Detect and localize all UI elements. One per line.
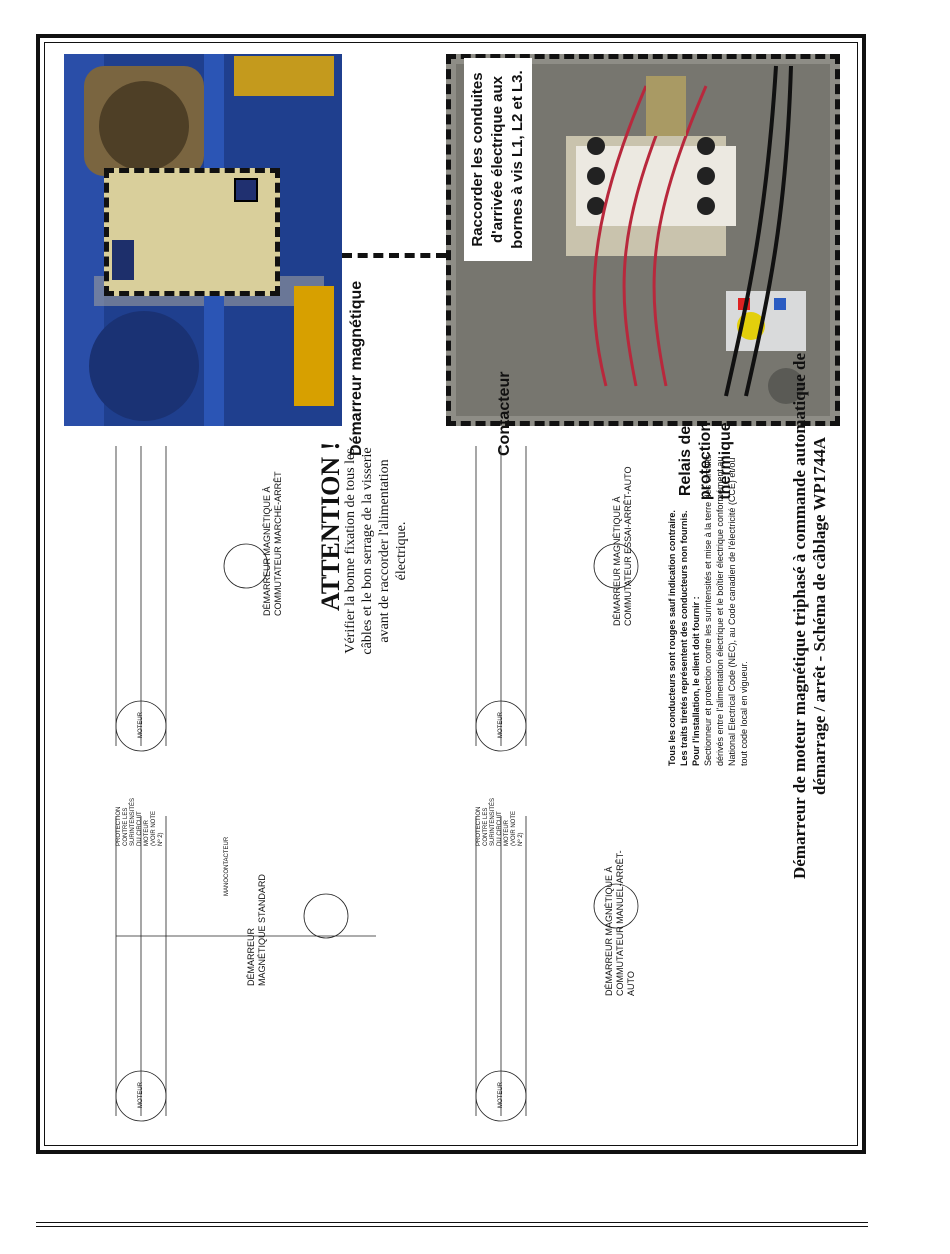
- note-line-1: Tous les conducteurs sont rouges sauf in…: [667, 510, 677, 766]
- rotated-content: Raccorder les conduites d'arrivée électr…: [46, 46, 856, 1146]
- manuel-motor: MOTEUR: [498, 1082, 504, 1108]
- footer-rule: [36, 1222, 868, 1223]
- enclosure-photo-art: [446, 54, 840, 426]
- essai-motor: MOTEUR: [498, 712, 504, 738]
- diagram-standard: PROTECTION CONTRE LES SURINTENSITÉS DU C…: [76, 797, 386, 1136]
- note-line-3: Pour l'installation, le client doit four…: [691, 596, 701, 766]
- starter-photo: [64, 54, 342, 426]
- standard-motor: MOTEUR: [138, 1082, 144, 1108]
- diagram-essai: MOTEUR DÉMARREUR MAGNÉTIQUE À COMMUTATEU…: [436, 436, 666, 766]
- diagram-marche-svg: [115, 446, 269, 752]
- marche-title: DÉMARREUR MAGNÉTIQUE À COMMUTATEUR MARCH…: [262, 471, 283, 616]
- diagram-manuel: PROTECTION CONTRE LES SURINTENSITÉS DU C…: [436, 797, 746, 1136]
- contactor-label: Contacteur: [496, 371, 513, 456]
- standard-protection: PROTECTION CONTRE LES SURINTENSITÉS DU C…: [116, 797, 164, 846]
- essai-title: DÉMARREUR MAGNÉTIQUE À COMMUTATEUR ESSAI…: [612, 466, 633, 626]
- diagram-marche: MOTEUR DÉMARREUR MAGNÉTIQUE À COMMUTATEU…: [76, 436, 306, 766]
- note-line-2: Les traits tiretés représentent des cond…: [679, 510, 689, 766]
- manuel-protection: PROTECTION CONTRE LES SURINTENSITÉS DU C…: [476, 797, 524, 846]
- diagram-manuel-svg: [475, 816, 639, 1122]
- page-frame-outer: [36, 34, 866, 1154]
- caption: Démarreur de moteur magnétique triphasé …: [790, 176, 830, 1056]
- caption-line-2: démarrage / arrêt - Schéma de câblage WP…: [810, 437, 829, 796]
- manuel-title: DÉMARREUR MAGNÉTIQUE À COMMUTATEUR MANUE…: [604, 850, 636, 996]
- connect-note: Raccorder les conduites d'arrivée électr…: [464, 58, 532, 261]
- attention-body: Vérifier la bonne fixation de tous les c…: [343, 447, 409, 655]
- caption-line-1: Démarreur de moteur magnétique triphasé …: [790, 353, 809, 880]
- marche-motor: MOTEUR: [138, 712, 144, 738]
- footer-rule-2: [36, 1226, 868, 1227]
- diagram-standard-svg: [115, 816, 376, 1122]
- starter-brand: [112, 240, 134, 280]
- starter-label: Démarreur magnétique: [348, 280, 365, 456]
- note-line-4: Sectionneur et protection contre les sur…: [703, 454, 749, 766]
- standard-title: DÉMARREUR MAGNÉTIQUE STANDARD: [246, 874, 267, 986]
- standard-pressostat: MANOCONTACTEUR: [224, 836, 230, 896]
- page-frame-inner: [44, 42, 858, 1146]
- starter-button: [234, 178, 258, 202]
- enclosure-photo: Raccorder les conduites d'arrivée électr…: [446, 54, 840, 426]
- notes-block: Tous les conducteurs sont rouges sauf in…: [666, 446, 750, 766]
- diagram-essai-svg: [475, 446, 639, 752]
